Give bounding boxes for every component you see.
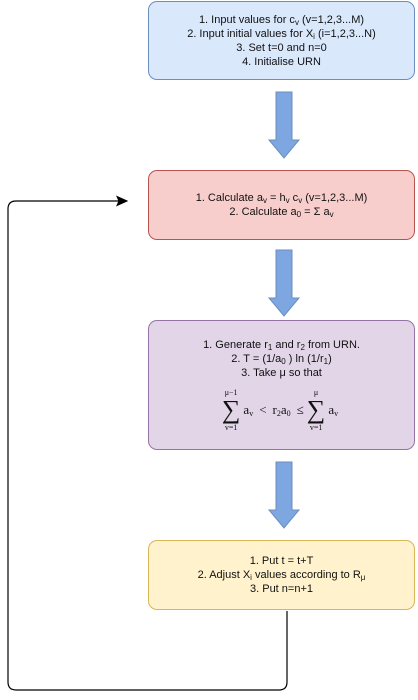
box2-line2: 2. Calculate a0 = Σ av [229, 206, 334, 219]
box4-line3: 3. Put n=n+1 [250, 583, 313, 595]
box1-line3: 3. Set t=0 and n=0 [236, 41, 327, 54]
less-than: < [259, 402, 267, 417]
term-right: av [328, 402, 339, 418]
sigma-icon: ∑ [221, 395, 241, 424]
sigma-icon: ∑ [306, 395, 326, 424]
sum-right-lower: v=1 [309, 423, 323, 432]
down-arrow-2 [267, 249, 301, 317]
arrowhead-icon [116, 195, 129, 207]
box2-line1: 1. Calculate av = hv cv (v=1,2,3...M) [195, 192, 368, 205]
step-generate-box: 1. Generate r1 and r2 from URN. 2. T = (… [148, 320, 415, 450]
less-equal: ≤ [296, 402, 304, 417]
down-arrow-3 [267, 461, 301, 529]
box4-line1: 1. Put t = t+T [249, 555, 314, 567]
step-calculate-box: 1. Calculate av = hv cv (v=1,2,3...M) 2.… [148, 170, 415, 240]
down-arrow-1 [267, 91, 301, 159]
sum-left-lower: v=1 [224, 423, 238, 432]
box1-line4: 4. Initialise URN [242, 55, 321, 68]
step-initialise-box: 1. Input values for cv (v=1,2,3...M) 2. … [148, 1, 415, 80]
step-update-box: 1. Put t = t+T 2. Adjust Xi values accor… [148, 540, 415, 610]
box3-line2: 2. T = (1/a0 ) ln (1/r1) [231, 353, 332, 366]
box3-line3: 3. Take μ so that [241, 367, 322, 379]
sum-left: μ−1 ∑ v=1 [222, 388, 241, 432]
box4-line2: 2. Adjust Xi values according to Rμ [197, 569, 366, 582]
sum-right-upper: μ [313, 388, 319, 397]
selection-inequality: μ−1 ∑ v=1 av < r2a0 ≤ μ ∑ v=1 av [222, 388, 341, 432]
sum-right: μ ∑ v=1 [307, 388, 326, 432]
box1-line2: 2. Input initial values for Xi (i=1,2,3.… [187, 27, 376, 41]
box3-line1: 1. Generate r1 and r2 from URN. [203, 339, 360, 352]
term-left: av [243, 402, 254, 418]
box1-line1: 1. Input values for cv (v=1,2,3...M) [198, 13, 365, 27]
term-middle: r2a0 [272, 402, 291, 418]
